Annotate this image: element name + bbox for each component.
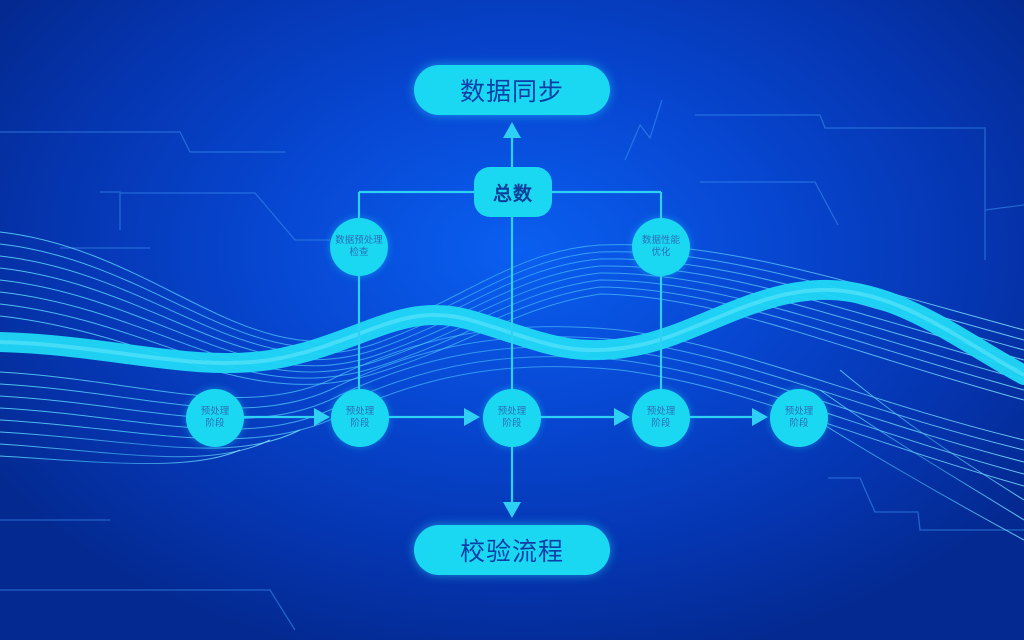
upper-node-performance-optimize: 数据性能 优化 (632, 218, 690, 276)
node-label-line1: 数据性能 (641, 235, 680, 246)
node-label-line2: 阶段 (350, 418, 370, 429)
node-label-line1: 预处理 (646, 406, 676, 417)
node-label-line1: 预处理 (200, 406, 230, 417)
node-label-line2: 阶段 (502, 418, 522, 429)
center-total-label: 总数 (492, 182, 533, 205)
verification-process-label: 校验流程 (459, 537, 564, 566)
node-label-line2: 检查 (349, 247, 369, 258)
data-sync-label: 数据同步 (459, 77, 564, 106)
flow-node-2: 预处理 阶段 (331, 389, 389, 447)
verification-process-node: 校验流程 (414, 525, 610, 575)
node-label-line2: 优化 (651, 247, 671, 258)
node-label-line1: 数据预处理 (335, 235, 383, 246)
upper-node-preprocess-check: 数据预处理 检查 (330, 218, 388, 276)
node-label-line2: 阶段 (651, 418, 671, 429)
node-label-line1: 预处理 (497, 406, 527, 417)
flow-node-4: 预处理 阶段 (632, 389, 690, 447)
flow-node-5: 预处理 阶段 (770, 389, 828, 447)
data-sync-node: 数据同步 (414, 65, 610, 115)
flow-node-1: 预处理 阶段 (186, 389, 244, 447)
node-label-line2: 阶段 (205, 418, 225, 429)
flow-node-3: 预处理 阶段 (483, 389, 541, 447)
center-total-node: 总数 (474, 167, 552, 217)
node-label-line1: 预处理 (345, 406, 375, 417)
node-label-line1: 预处理 (784, 406, 814, 417)
node-label-line2: 阶段 (789, 418, 809, 429)
